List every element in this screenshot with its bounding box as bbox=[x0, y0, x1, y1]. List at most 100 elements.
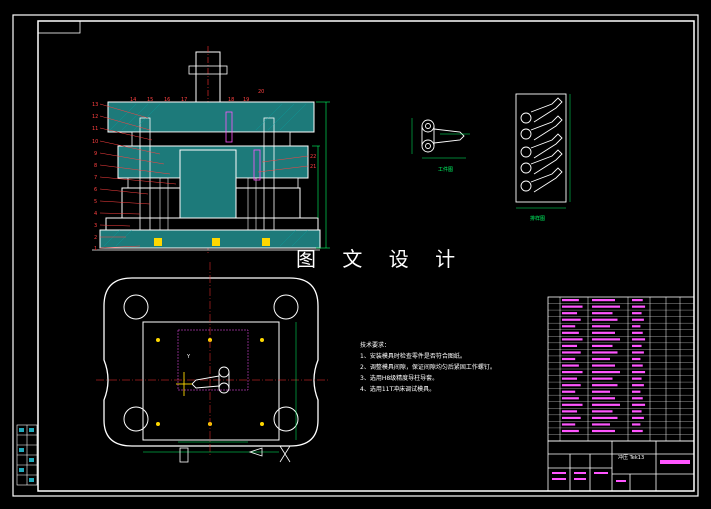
bom-cell-mark bbox=[592, 351, 618, 354]
callout-20: 20 bbox=[258, 89, 264, 95]
watermark: 图 文 设 计 bbox=[296, 247, 466, 271]
bom-cell-mark bbox=[562, 325, 576, 328]
plan-view: Y bbox=[96, 262, 330, 463]
bom-cell-mark bbox=[632, 318, 644, 321]
svg-text:Y: Y bbox=[186, 354, 191, 360]
bom-cell-mark bbox=[592, 344, 613, 348]
bom-cell-mark bbox=[562, 357, 576, 361]
bom-cell-mark bbox=[592, 299, 615, 302]
bom-cell-mark bbox=[632, 403, 646, 406]
bom-cell-mark bbox=[592, 305, 620, 308]
bom-cell-mark bbox=[592, 318, 618, 321]
bom-cell-mark bbox=[562, 344, 578, 348]
bom-cell-mark bbox=[592, 423, 610, 426]
callout-13: 13 bbox=[92, 102, 98, 108]
sheet-border bbox=[12, 14, 699, 497]
corner-tag bbox=[37, 20, 81, 34]
bom-cell-mark bbox=[632, 371, 646, 374]
bom-cell-mark bbox=[632, 357, 641, 361]
section-view bbox=[92, 46, 330, 255]
callout-18: 18 bbox=[228, 97, 234, 103]
bom-cell-mark bbox=[562, 351, 581, 354]
callout-21: 21 bbox=[310, 164, 316, 170]
callout-22: 22 bbox=[310, 154, 316, 160]
tech-item-2: 2、调整模具间隙，保证间隙均匀后紧固工作螺钉。 bbox=[360, 363, 496, 371]
callout-14: 14 bbox=[130, 97, 136, 103]
bom-cell-mark bbox=[562, 423, 576, 426]
bom-cell-mark bbox=[632, 338, 646, 341]
bom-cell-mark bbox=[632, 384, 644, 387]
bom-cell-mark bbox=[632, 423, 641, 426]
bom-cell-mark bbox=[632, 331, 643, 334]
bom-cell-mark bbox=[592, 416, 618, 420]
bom-cell-mark bbox=[592, 384, 618, 387]
callout-1: 1 bbox=[94, 246, 97, 252]
callout-15: 15 bbox=[147, 97, 153, 103]
bom-cell-mark bbox=[592, 390, 610, 393]
binding-block bbox=[16, 424, 38, 486]
callout-11: 11 bbox=[92, 126, 98, 132]
bom-cell-mark bbox=[632, 312, 642, 315]
bill-of-materials bbox=[547, 296, 695, 442]
bom-cell-mark bbox=[632, 344, 642, 348]
bom-cell-mark bbox=[632, 364, 643, 367]
callouts-left: 13 12 11 10 9 8 7 6 5 4 3 2 1 bbox=[92, 102, 98, 252]
bom-cell-mark bbox=[632, 416, 644, 420]
bom-cell-mark bbox=[562, 299, 579, 302]
bom-cell-mark bbox=[592, 357, 610, 361]
callout-7: 7 bbox=[94, 175, 97, 181]
bom-cell-mark bbox=[592, 397, 615, 400]
bom-cell-mark bbox=[562, 312, 578, 315]
bom-cell-mark bbox=[562, 403, 583, 406]
title-block bbox=[547, 440, 695, 492]
bom-cell-mark bbox=[562, 305, 583, 308]
bom-cell-mark bbox=[632, 397, 643, 400]
bom-cell-mark bbox=[632, 305, 646, 308]
callout-9: 9 bbox=[94, 151, 97, 157]
bom-cell-mark bbox=[592, 403, 620, 406]
callout-leaders-left bbox=[99, 103, 177, 249]
callouts-top: 14 15 16 17 18 19 20 bbox=[130, 89, 264, 103]
callout-6: 6 bbox=[94, 187, 97, 193]
bom-cell-mark bbox=[562, 384, 581, 387]
tech-item-4: 4、选用11T冲床调试模具。 bbox=[360, 385, 435, 393]
strip-caption: 排样图 bbox=[530, 215, 545, 222]
bom-cell-mark bbox=[562, 416, 581, 420]
callout-2: 2 bbox=[94, 235, 97, 241]
title-block-name: 冲压 Tek13 bbox=[618, 454, 644, 461]
bom-cell-mark bbox=[562, 331, 579, 334]
bom-cell-mark bbox=[562, 377, 578, 380]
bom-cell-mark bbox=[632, 390, 641, 393]
bom-cell-mark bbox=[562, 371, 583, 374]
bom-cell-mark bbox=[562, 364, 579, 367]
callout-3: 3 bbox=[94, 223, 97, 229]
bom-cell-mark bbox=[592, 325, 610, 328]
bom-cell-mark bbox=[592, 331, 615, 334]
bom-cell-mark bbox=[562, 390, 576, 393]
bom-cell-mark bbox=[592, 364, 615, 367]
callout-4: 4 bbox=[94, 211, 97, 217]
bom-cell-mark bbox=[562, 397, 579, 400]
tech-title: 技术要求： bbox=[360, 341, 390, 349]
binding-marks bbox=[19, 428, 34, 482]
bom-cell-mark bbox=[632, 429, 643, 433]
bom-cell-mark bbox=[562, 429, 579, 433]
bom-cell-mark bbox=[592, 371, 620, 374]
callout-5: 5 bbox=[94, 199, 97, 205]
drawing-frame bbox=[37, 20, 695, 492]
bom-cell-mark bbox=[592, 312, 613, 315]
bom-cell-mark bbox=[592, 338, 620, 341]
tech-item-3: 3、选用H8级精度导柱导套。 bbox=[360, 374, 438, 382]
bom-cell-mark bbox=[632, 410, 642, 413]
workpiece-caption: 工件图 bbox=[438, 166, 453, 173]
bom-cell-mark bbox=[592, 429, 615, 433]
bom-cell-mark bbox=[562, 338, 583, 341]
callouts-right: 22 21 bbox=[257, 154, 316, 173]
bom-cell-mark bbox=[632, 351, 644, 354]
strip-layout-view bbox=[515, 93, 571, 209]
tech-requirements: 技术要求： 1、安装模具时检查零件是否符合图纸。 2、调整模具间隙，保证间隙均匀… bbox=[360, 341, 496, 393]
callout-17: 17 bbox=[181, 97, 187, 103]
title-block-marks bbox=[552, 472, 626, 482]
bom-cell-mark bbox=[632, 325, 641, 328]
